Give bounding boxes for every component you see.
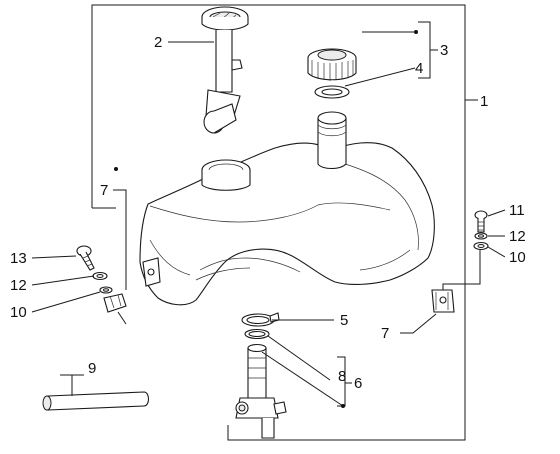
clip-nut-left (103, 293, 127, 325)
fuel-hose (42, 391, 150, 411)
fuel-gauge-sender (201, 6, 249, 134)
callout-7-left: 7 (100, 182, 108, 199)
spring-washer-left (92, 271, 108, 281)
washer-left (99, 286, 113, 294)
callout-12-left: 12 (10, 277, 27, 294)
leader-tank-7 (113, 189, 127, 290)
callout-4: 4 (415, 60, 423, 77)
fuel-tank (139, 111, 435, 306)
mounting-screw-left (76, 245, 95, 271)
clip-nut-right (431, 250, 481, 313)
callout-12-right: 12 (509, 228, 526, 245)
callout-6: 6 (354, 375, 362, 392)
fuel-tap (235, 343, 287, 439)
spring-washer-right (474, 232, 488, 240)
filler-cap (307, 48, 357, 81)
callout-7-right: 7 (381, 325, 389, 342)
washer-right (473, 241, 489, 251)
callout-10-right: 10 (509, 249, 526, 266)
callout-5: 5 (340, 312, 348, 329)
callout-labels: 1 2 3 4 5 6 7 7 8 9 10 10 11 12 12 13 (10, 34, 526, 392)
callout-11: 11 (509, 202, 525, 219)
mounting-screw-right (474, 210, 488, 233)
callout-1: 1 (480, 93, 488, 110)
assembly-bracket-1 (91, 4, 466, 441)
callout-2: 2 (154, 34, 162, 51)
callout-10-left: 10 (10, 304, 27, 321)
callout-13: 13 (10, 250, 27, 267)
leader-lines (31, 21, 506, 408)
o-ring (244, 328, 270, 340)
callout-8: 8 (338, 368, 346, 385)
callout-9: 9 (88, 360, 96, 377)
cap-gasket (314, 85, 350, 99)
callout-3: 3 (440, 42, 448, 59)
